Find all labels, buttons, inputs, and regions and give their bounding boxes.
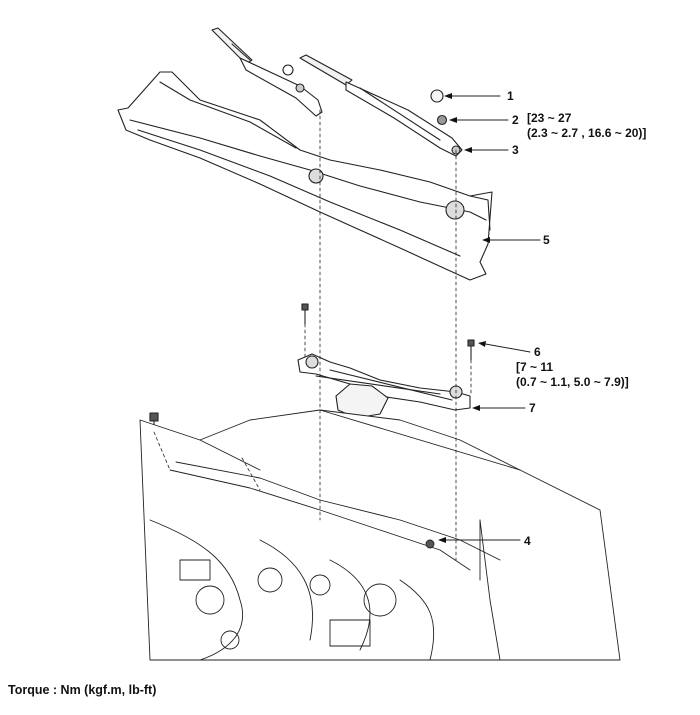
torque-spec-6-line2: (0.7 ~ 1.1, 5.0 ~ 7.9)] <box>516 375 629 389</box>
wiper-nut <box>436 114 448 126</box>
leader-lines <box>438 93 541 543</box>
torque-spec-2-line2: (2.3 ~ 2.7 , 16.6 ~ 20)] <box>527 126 647 140</box>
torque-units-note: Torque : Nm (kgf.m, lb-ft) <box>8 683 157 697</box>
wiper-arm-left <box>211 27 323 117</box>
callout-6: 6 <box>534 345 541 359</box>
cowl-top-cover <box>117 71 493 281</box>
callout-4: 4 <box>524 534 531 548</box>
torque-spec-6-line1: [7 ~ 11 <box>516 360 554 374</box>
engine-bay <box>139 409 621 661</box>
torque-spec-6: [7 ~ 11 (0.7 ~ 1.1, 5.0 ~ 7.9)] <box>516 360 629 390</box>
callout-2: 2 <box>512 113 519 127</box>
torque-spec-2: [23 ~ 27 (2.3 ~ 2.7 , 16.6 ~ 20)] <box>527 111 646 141</box>
callout-7: 7 <box>529 401 536 415</box>
callout-5: 5 <box>543 233 550 247</box>
wiper-cap <box>430 89 444 103</box>
wiper-arm-right <box>299 54 463 157</box>
mounting-bolt-right <box>467 339 475 361</box>
torque-spec-2-line1: [23 ~ 27 <box>527 111 572 125</box>
callout-1: 1 <box>507 89 514 103</box>
alignment-guides <box>153 109 472 561</box>
wiper-motor-linkage <box>297 353 471 419</box>
callout-3: 3 <box>512 143 519 157</box>
mounting-bolt-left <box>301 303 309 325</box>
